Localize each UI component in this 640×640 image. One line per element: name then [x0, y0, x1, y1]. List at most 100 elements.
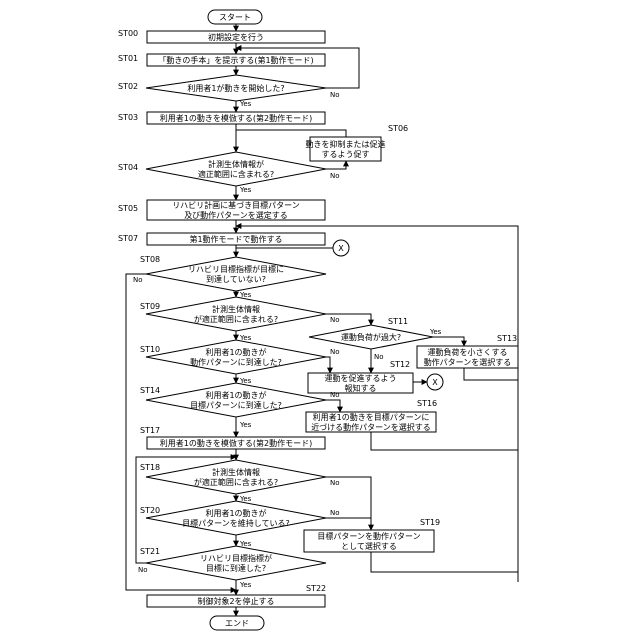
step-st18-text: 計測生体情報: [212, 467, 260, 477]
decision-diamond-st04: [146, 152, 326, 186]
decision-diamond-st20: [146, 501, 326, 535]
decision-diamond-st10: [146, 340, 326, 374]
step-st22-text: 制御対象2を停止する: [197, 596, 274, 606]
flow-line: [371, 552, 518, 572]
step-st10-text: 利用者1の動きが: [205, 347, 266, 357]
step-label-st22: ST22: [306, 584, 326, 593]
yes-label: Yes: [239, 377, 252, 385]
step-label-st07: ST07: [118, 234, 138, 243]
decision-diamond-st21: [146, 546, 326, 580]
no-label: No: [330, 479, 340, 487]
step-st21: リハビリ目標指標が目標に到達した? ST21: [140, 546, 326, 580]
step-st19-text: 目標パターンを動作パターン: [317, 531, 420, 541]
flow-line: [371, 432, 518, 450]
start-terminal: スタート: [208, 10, 262, 24]
flow-line: [464, 368, 518, 380]
step-st21-text: リハビリ目標指標が: [200, 553, 272, 563]
step-st03: 利用者1の動きを模倣する(第2動作モード)ST03: [118, 112, 325, 124]
connector-label: X: [338, 244, 344, 253]
step-st16-text: 利用者1の動きを目標パターンに: [313, 412, 430, 422]
step-st20: 利用者1の動きが目標パターンを維持している?ST20: [140, 501, 326, 535]
connector-x-2: X: [427, 374, 443, 390]
step-st12-text: 報知する: [345, 383, 377, 393]
step-st08: リハビリ目標指標が目標に到達していない?ST08: [140, 255, 326, 291]
decision-diamond-st08: [146, 257, 326, 291]
start-terminal-label: スタート: [219, 13, 251, 22]
yes-label: Yes: [239, 540, 252, 548]
step-st00-text: 初期設定を行う: [208, 32, 264, 42]
no-label: No: [374, 353, 384, 361]
decision-diamond-st14: [146, 383, 326, 417]
flow-nodes: スタートエンド初期設定を行うST00「動きの手本」を提示する(第1動作モード)S…: [118, 10, 518, 630]
step-label-st11: ST11: [388, 317, 408, 326]
yes-label: Yes: [239, 186, 252, 194]
decision-diamond-st09: [146, 297, 326, 331]
step-st06-text: 動きを抑制または促進: [306, 139, 386, 149]
step-st22: 制御対象2を停止する ST22: [147, 584, 326, 607]
step-label-st13: ST13: [497, 334, 517, 343]
step-label-st20: ST20: [140, 506, 160, 515]
step-st12: 運動を促進するよう報知するST12: [308, 360, 413, 393]
step-label-st09: ST09: [140, 302, 160, 311]
yes-label: Yes: [429, 328, 442, 336]
step-st13-text: 動作パターンを選択する: [424, 357, 512, 367]
step-label-st21: ST21: [140, 547, 160, 556]
step-st13: 運動負荷を小さくする動作パターンを選択するST13: [417, 334, 518, 368]
no-label: No: [330, 91, 340, 99]
step-st05-text: 及び動作パターンを選定する: [184, 210, 288, 220]
step-st20-text: 目標パターンを維持している?: [182, 518, 290, 528]
step-label-st10: ST10: [140, 345, 160, 354]
step-st10: 利用者1の動きが動作パターンに到達した? ST10: [140, 340, 326, 374]
step-st02-text: 利用者1が動きを開始した?: [187, 83, 284, 93]
step-st10-text: 動作パターンに到達した?: [190, 357, 282, 367]
yes-label: Yes: [239, 581, 252, 589]
end-terminal-label: エンド: [225, 619, 249, 628]
step-st19: 目標パターンを動作パターンとして選択する ST19: [304, 518, 440, 552]
step-st04-text: 適正範囲に含まれる?: [198, 169, 274, 179]
step-st01-text: 「動きの手本」を提示する(第1動作モード): [158, 55, 313, 65]
step-st21-text: 目標に到達した?: [206, 563, 266, 573]
step-label-st19: ST19: [420, 518, 440, 527]
step-st09: 計測生体情報が適正範囲に含まれる?ST09: [140, 297, 326, 331]
flow-line: [326, 400, 340, 412]
step-st05: リハビリ計画に基づき目標パターン及び動作パターンを選定するST05: [118, 200, 325, 220]
step-st16-text: 近づける動作パターンを選択する: [311, 422, 431, 432]
no-label: No: [330, 391, 340, 399]
step-label-st08: ST08: [140, 255, 160, 264]
step-st14-text: 利用者1の動きが: [205, 390, 266, 400]
step-label-st16: ST16: [417, 399, 437, 408]
step-st14-text: 目標パターンに到達した?: [190, 400, 282, 410]
step-st04: 計測生体情報が適正範囲に含まれる? ST04: [118, 152, 326, 186]
step-st17: 利用者1の動きを模倣する(第2動作モード)ST17: [140, 426, 325, 449]
no-label: No: [133, 276, 143, 284]
step-st06-text: するよう促す: [322, 149, 370, 159]
step-label-st04: ST04: [118, 163, 138, 172]
step-st07-text: 第1動作モードで動作する: [189, 234, 282, 244]
step-st07: 第1動作モードで動作する ST07: [118, 233, 325, 245]
step-st08-text: 到達していない?: [206, 274, 266, 284]
connector-label: X: [432, 378, 438, 387]
step-label-st18: ST18: [140, 463, 160, 472]
step-st18: 計測生体情報が適正範囲に含まれる?ST18: [140, 460, 326, 494]
flow-line: [326, 161, 346, 169]
no-label: No: [330, 348, 340, 356]
flow-line: [236, 130, 346, 137]
step-st12-text: 運動を促進するよう: [325, 373, 397, 383]
flow-line: [433, 337, 464, 346]
flow-line: [326, 357, 330, 373]
step-st19-text: として選択する: [341, 541, 397, 551]
step-label-st14: ST14: [140, 386, 160, 395]
step-st09-text: が適正範囲に含まれる?: [194, 314, 278, 324]
step-st17-text: 利用者1の動きを模倣する(第2動作モード): [160, 438, 312, 448]
step-st04-text: 計測生体情報が: [208, 159, 264, 169]
end-terminal: エンド: [210, 616, 264, 630]
step-label-st05: ST05: [118, 204, 138, 213]
step-label-st03: ST03: [118, 113, 138, 122]
step-label-st06: ST06: [388, 124, 408, 133]
yes-label: Yes: [239, 291, 252, 299]
step-st14: 利用者1の動きが目標パターンに到達した? ST14: [140, 383, 326, 417]
no-label: No: [138, 566, 148, 574]
yes-label: Yes: [239, 100, 252, 108]
step-st11-text: 運動負荷が過大?: [341, 332, 401, 342]
